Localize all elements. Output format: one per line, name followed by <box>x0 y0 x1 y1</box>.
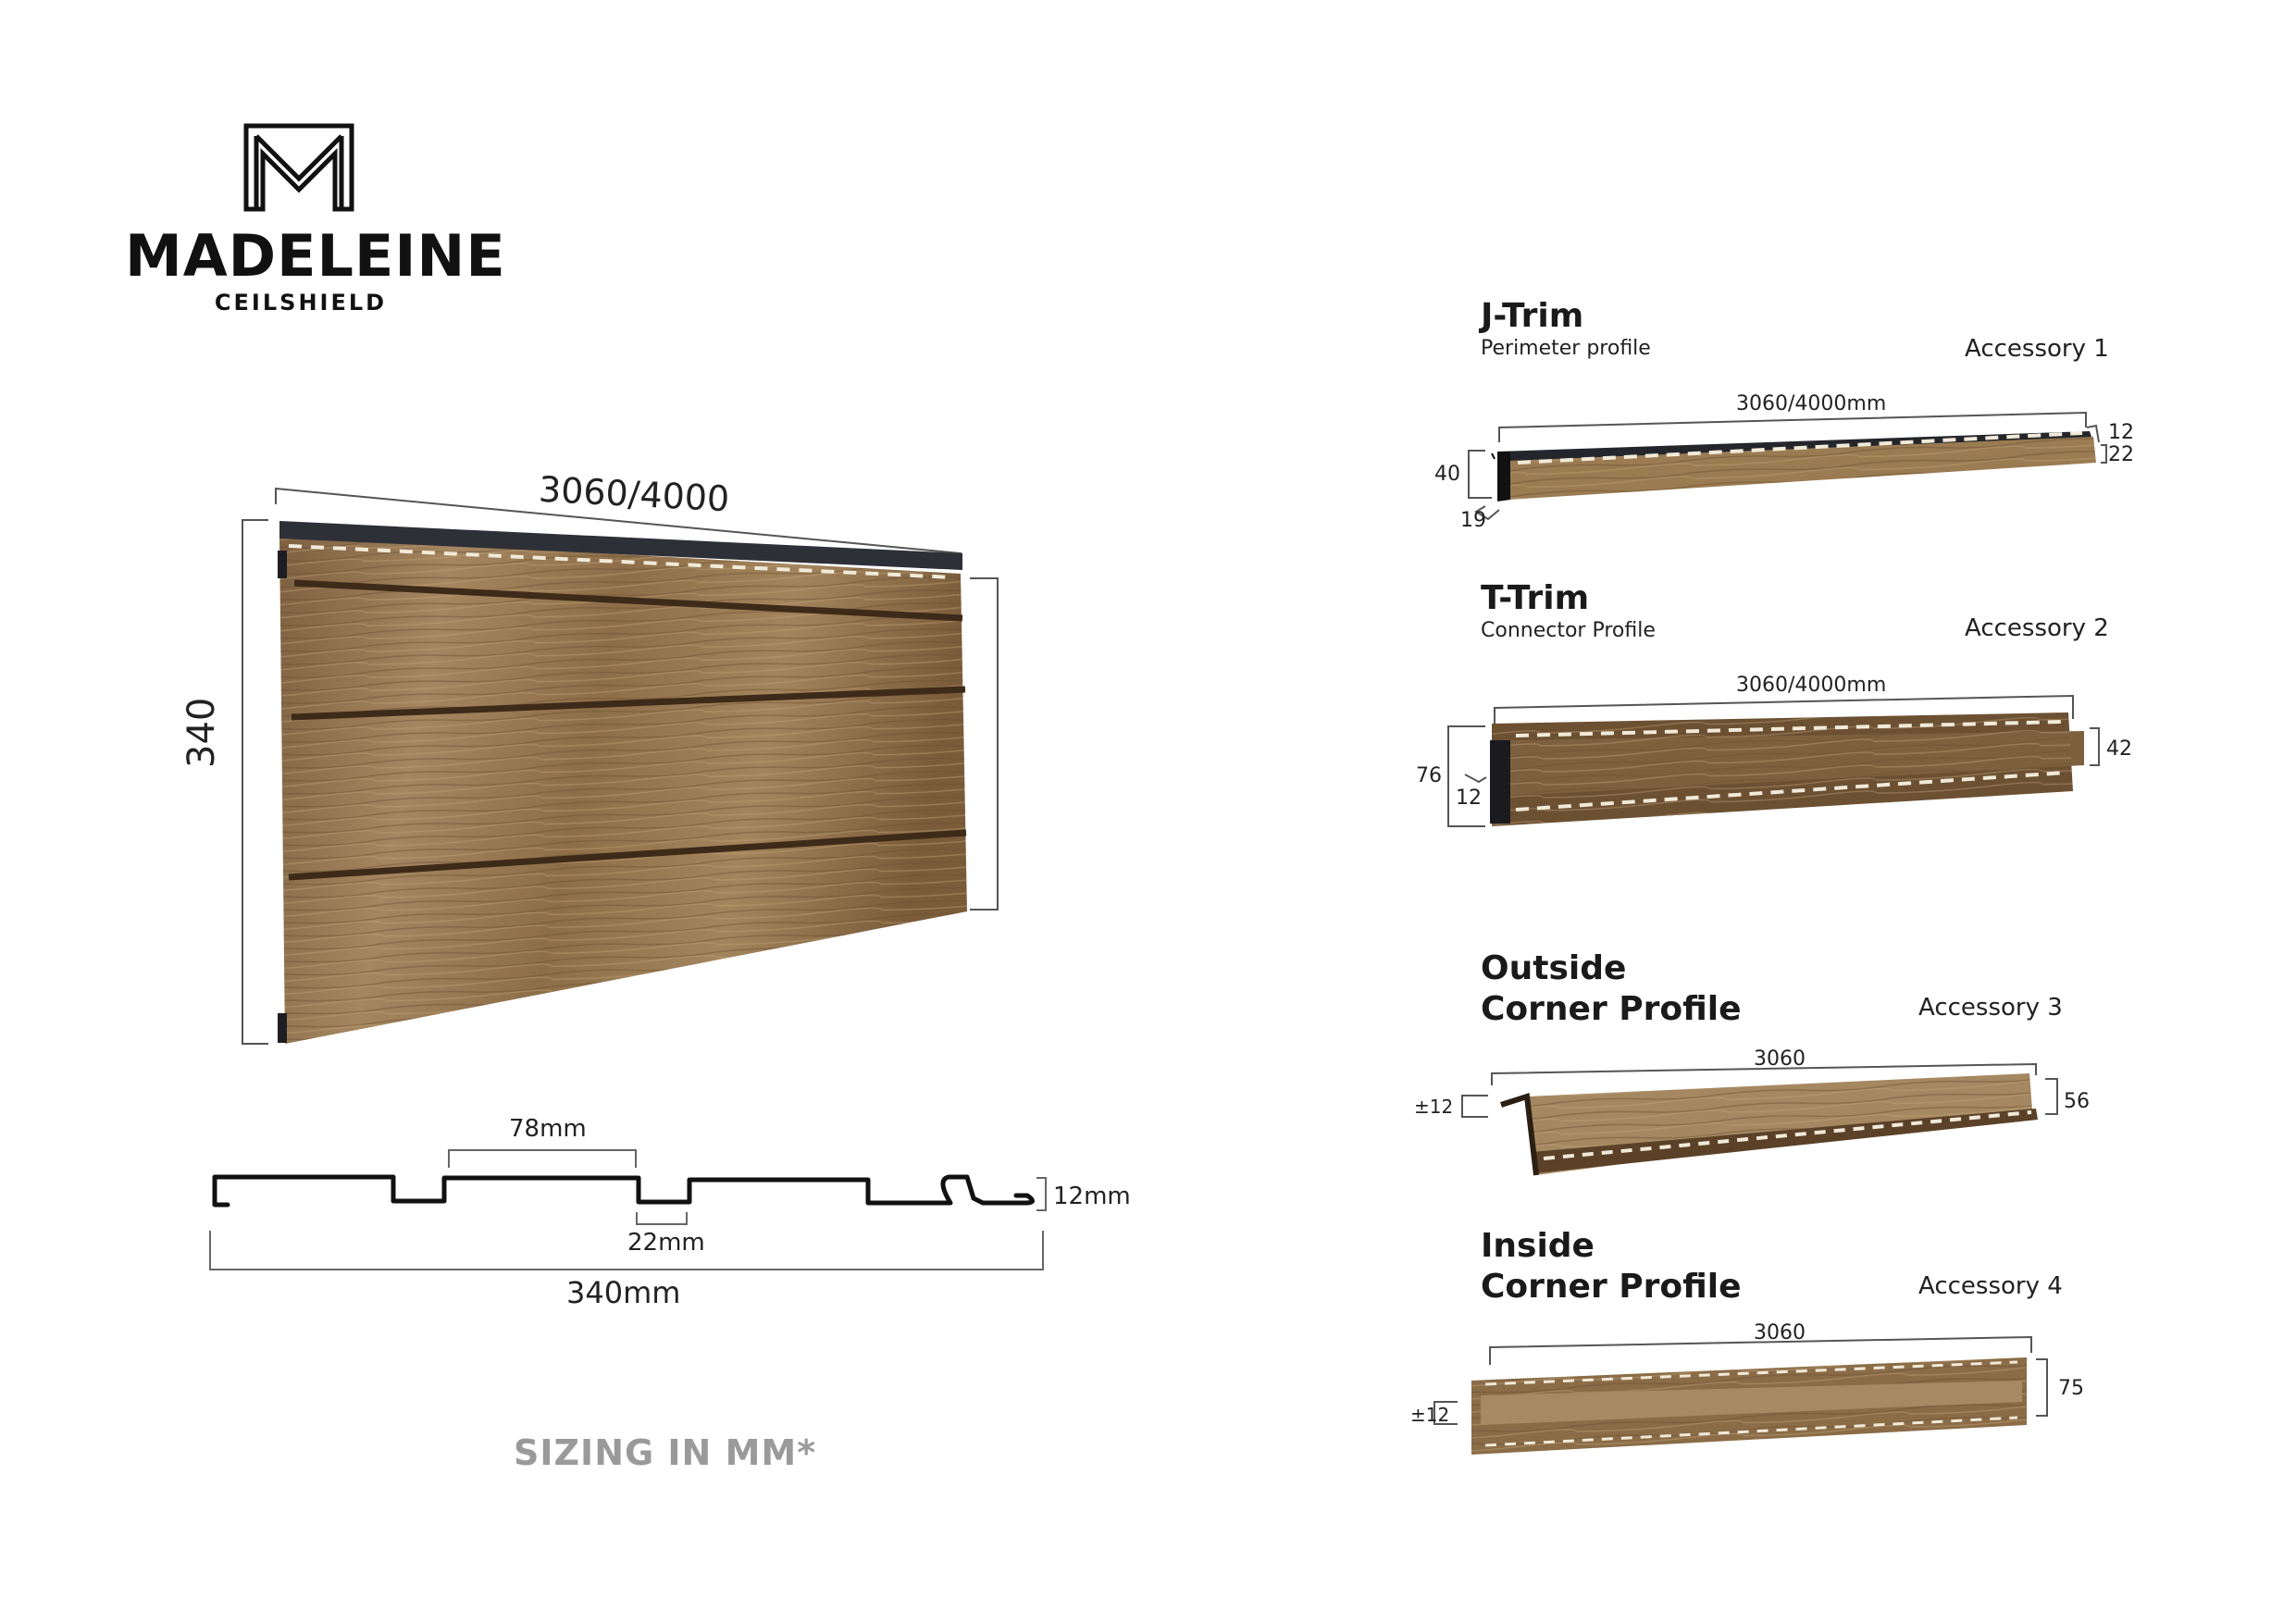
accessory-title-line1: Outside <box>1481 949 1627 987</box>
accessory-title: J-Trim <box>1481 297 1584 335</box>
j-trim-length: 3060/4000mm <box>1736 392 1887 415</box>
accessory-number: Accessory 3 <box>1918 994 2063 1022</box>
outside-corner-channel: ±12 <box>1414 1096 1454 1118</box>
accessory-title-line2: Corner Profile <box>1481 990 1742 1028</box>
accessory-number: Accessory 4 <box>1918 1272 2063 1300</box>
inside-corner-channel: ±12 <box>1410 1404 1450 1426</box>
accessory-title-line1: Inside <box>1481 1227 1595 1265</box>
depth-label: 12mm <box>1053 1183 1131 1210</box>
j-trim-illustration <box>1468 411 2107 521</box>
t-trim-face: 42 <box>2106 737 2132 761</box>
inside-corner-length: 3060 <box>1754 1321 1806 1344</box>
accessory-number: Accessory 1 <box>1965 335 2109 363</box>
ceiling-panel-illustration <box>242 487 999 1045</box>
accessory-number: Accessory 2 <box>1965 614 2109 642</box>
inside-corner-face: 75 <box>2058 1377 2084 1400</box>
brand-subtitle: CEILSHIELD <box>214 290 388 316</box>
sizing-footnote: SIZING IN MM* <box>514 1432 817 1473</box>
accessory-subtitle: Perimeter profile <box>1481 337 1651 360</box>
t-trim-length: 3060/4000mm <box>1736 674 1887 697</box>
j-trim-return: 19 <box>1460 509 1486 532</box>
accessory-subtitle: Connector Profile <box>1481 619 1656 642</box>
madeleine-m-monogram-icon <box>243 123 354 212</box>
accessory-j-trim: J-Trim Perimeter profile <box>1481 296 1651 360</box>
total-width-label: 340mm <box>566 1275 681 1310</box>
accessory-title: T-Trim <box>1481 579 1590 617</box>
t-trim-height: 76 <box>1416 764 1442 787</box>
j-trim-height: 40 <box>1434 463 1460 486</box>
inside-corner-illustration <box>1433 1335 2048 1455</box>
accessory-title-line2: Corner Profile <box>1481 1268 1742 1306</box>
outside-corner-length: 3060 <box>1754 1047 1806 1071</box>
accessory-t-trim: T-Trim Connector Profile <box>1481 578 1656 642</box>
accessory-inside-corner: Inside Corner Profile <box>1481 1226 1742 1307</box>
t-trim-illustration <box>1447 694 2100 827</box>
board-width-label: 78mm <box>509 1115 587 1143</box>
outside-corner-face: 56 <box>2064 1090 2090 1113</box>
brand-name: MADELEINE <box>125 222 506 290</box>
outside-corner-illustration <box>1461 1062 2058 1176</box>
panel-cross-section-diagram <box>209 1149 1047 1270</box>
groove-width-label: 22mm <box>627 1229 705 1257</box>
j-trim-face: 22 <box>2108 443 2134 466</box>
t-trim-gap: 12 <box>1456 787 1482 810</box>
j-trim-lip: 12 <box>2108 421 2134 444</box>
accessory-outside-corner: Outside Corner Profile <box>1481 948 1742 1030</box>
